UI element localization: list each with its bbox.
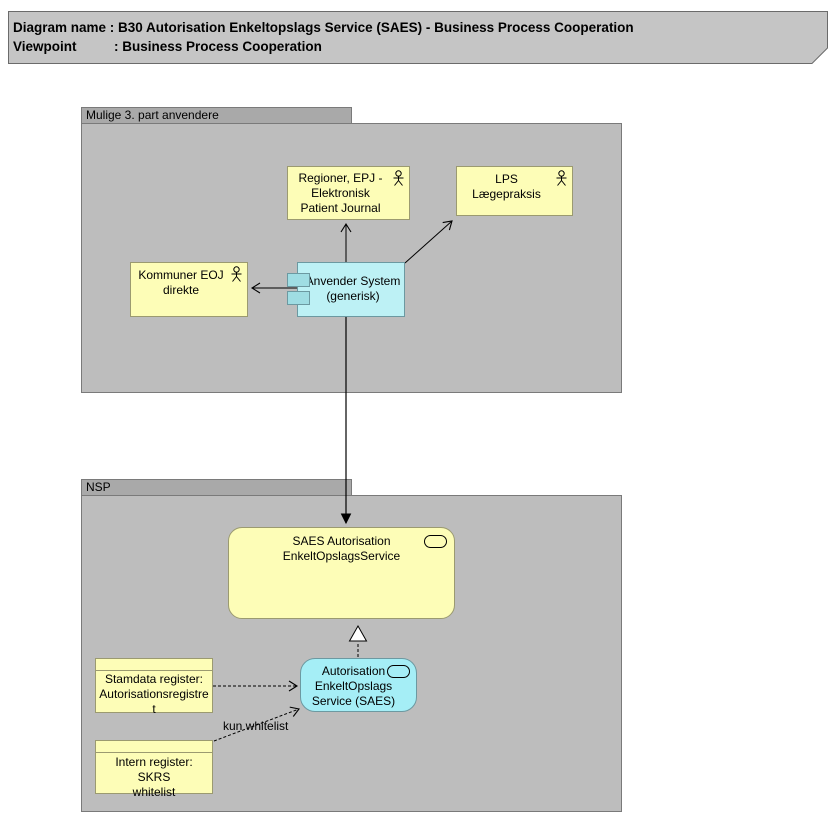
component-icon: [287, 273, 310, 287]
node-label: LPS Lægepraksis: [472, 172, 541, 201]
diagram-name-line: Diagram name : B30 Autorisation Enkeltop…: [13, 20, 634, 35]
node-label: Stamdata register: Autorisationsregistre…: [99, 672, 209, 716]
group-body-third-party[interactable]: [81, 123, 622, 393]
label-kun-whitelist: kun whitelist: [223, 719, 289, 733]
node-saes-service[interactable]: SAES Autorisation EnkeltOpslagsService: [228, 527, 455, 619]
actor-icon: [556, 170, 567, 186]
service-icon: [424, 535, 447, 548]
viewpoint-line: Viewpoint : Business Process Cooperation: [13, 39, 322, 54]
diagram-title-note: Diagram name : B30 Autorisation Enkeltop…: [8, 11, 828, 64]
group-tab-third-party[interactable]: Mulige 3. part anvendere: [81, 107, 352, 124]
node-label: Regioner, EPJ - Elektronisk Patient Jour…: [298, 171, 383, 215]
node-label: Autorisation EnkeltOpslags Service (SAES…: [311, 664, 396, 708]
object-band: [96, 752, 212, 753]
node-lps[interactable]: LPS Lægepraksis: [456, 166, 573, 216]
object-band: [96, 670, 212, 671]
group-tab-nsp[interactable]: NSP: [81, 479, 352, 496]
group-label-nsp: NSP: [86, 480, 111, 494]
node-autorisation-service[interactable]: Autorisation EnkeltOpslags Service (SAES…: [300, 658, 417, 712]
node-label: Intern register: SKRS whitelist: [115, 755, 193, 799]
node-label: Anvender System (generisk): [305, 274, 401, 303]
node-intern-register[interactable]: Intern register: SKRS whitelist: [95, 740, 213, 799]
node-label: SAES Autorisation EnkeltOpslagsService: [282, 534, 401, 563]
actor-icon: [393, 170, 404, 186]
node-regioner-epj[interactable]: Regioner, EPJ - Elektronisk Patient Jour…: [287, 166, 410, 220]
service-icon: [387, 665, 410, 678]
actor-icon: [231, 266, 242, 282]
node-stamdata-register[interactable]: Stamdata register: Autorisationsregistre…: [95, 658, 213, 716]
node-anvender-system[interactable]: Anvender System (generisk): [287, 262, 405, 317]
node-label: Kommuner EOJ direkte: [138, 268, 224, 297]
node-kommuner-eoj[interactable]: Kommuner EOJ direkte: [130, 262, 248, 317]
group-label-third-party: Mulige 3. part anvendere: [86, 108, 219, 122]
component-icon: [287, 291, 310, 305]
